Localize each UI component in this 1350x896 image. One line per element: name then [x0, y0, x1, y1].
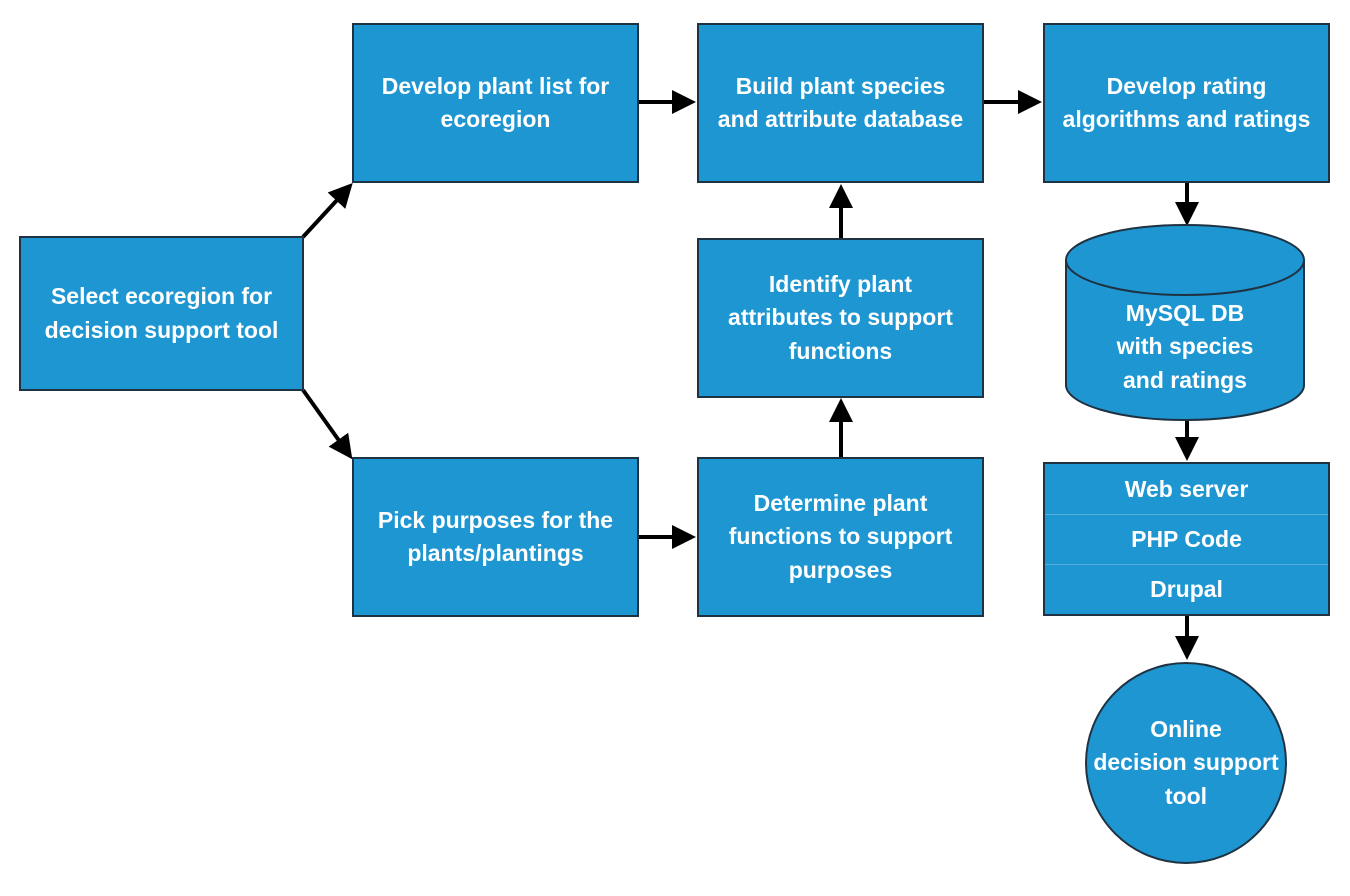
identify-attributes-line-2: attributes to support — [728, 304, 953, 331]
pick-purposes-box: Pick purposes for the plants/plantings — [352, 457, 639, 617]
select-ecoregion-line-1: Select ecoregion for — [50, 283, 273, 310]
build-database-box: Build plant species and attribute databa… — [697, 23, 984, 183]
select-ecoregion-line-2: decision support tool — [44, 316, 279, 343]
identify-attributes-box: Identify plant attributes to support fun… — [697, 238, 984, 398]
develop-ratings-line-2: algorithms and ratings — [1062, 106, 1311, 132]
build-database-line-1: Build plant species — [735, 72, 946, 99]
pick-purposes-line-1: Pick purposes for the — [377, 506, 614, 533]
web-server-divider-1 — [1045, 513, 1328, 515]
develop-plant-list-box: Develop plant list for ecoregion — [352, 23, 639, 183]
mysql-db-label: MySQL DB with species and ratings — [1066, 297, 1304, 397]
pick-purposes-line-2: plants/plantings — [407, 540, 584, 566]
php-code-line: PHP Code — [1131, 525, 1242, 552]
web-server-divider-2 — [1045, 563, 1328, 565]
mysql-db-line-2: with species — [1116, 333, 1254, 360]
arrow-select-to-develop-list — [301, 183, 353, 239]
determine-functions-line-1: Determine plant — [753, 489, 928, 516]
drupal-line: Drupal — [1150, 575, 1223, 602]
determine-functions-box: Determine plant functions to support pur… — [697, 457, 984, 617]
develop-plant-list-line-1: Develop plant list for — [381, 72, 610, 99]
develop-plant-list-line-2: ecoregion — [440, 106, 551, 132]
web-server-box: Web server PHP Code Drupal — [1043, 462, 1330, 616]
identify-attributes-line-3: functions — [788, 337, 893, 364]
mysql-db-line-1: MySQL DB — [1125, 300, 1245, 326]
online-tool-circle — [1085, 662, 1287, 864]
online-tool-label: Online decision support tool — [1086, 713, 1286, 813]
select-ecoregion-box: Select ecoregion for decision support to… — [19, 236, 304, 391]
determine-functions-line-2: functions to support — [728, 523, 953, 550]
online-tool-line-1: Online — [1150, 716, 1222, 742]
determine-functions-line-3: purposes — [788, 556, 893, 583]
online-tool-line-2: decision support — [1093, 749, 1279, 776]
arrow-select-to-pick-purposes — [301, 388, 353, 460]
mysql-db-line-3: and ratings — [1123, 366, 1247, 393]
develop-ratings-line-1: Develop rating — [1106, 72, 1267, 99]
identify-attributes-line-1: Identify plant — [768, 270, 913, 297]
online-tool-line-3: tool — [1164, 782, 1208, 809]
develop-ratings-box: Develop rating algorithms and ratings — [1043, 23, 1330, 183]
build-database-line-2: and attribute database — [717, 106, 964, 132]
database-cylinder — [1065, 224, 1305, 421]
web-server-line: Web server — [1124, 475, 1249, 502]
